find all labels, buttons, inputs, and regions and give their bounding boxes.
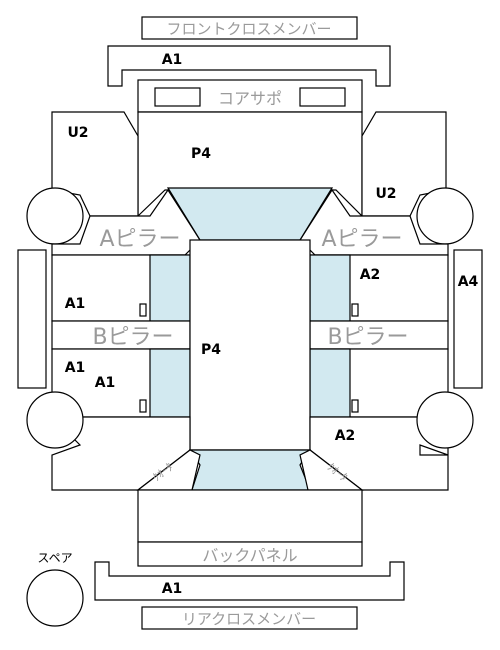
left-front-door-glass: [149, 254, 191, 322]
b-pillar-left: [51, 320, 191, 350]
rear-cross-member-code: A1: [162, 581, 183, 597]
left-front-door-code: A1: [65, 296, 86, 312]
core-support-label: コアサポ: [218, 89, 282, 108]
back-panel-part: [137, 541, 363, 567]
front-right-fender-part: [361, 111, 447, 217]
rear-cross-member-part: [94, 561, 405, 601]
front-cross-member-part: [107, 45, 391, 87]
rear-left-wheel: [26, 391, 84, 449]
hood-code: P4: [191, 146, 211, 162]
left-front-door-handle: [139, 303, 147, 317]
left-rear-door-glass: [149, 348, 191, 418]
left-rear-door-code: A1: [95, 375, 116, 391]
b-pillar-right-label: Bピラー: [327, 325, 408, 350]
spare-tire: [26, 569, 84, 627]
front-cross-member-box: フロントクロスメンバー: [141, 16, 358, 40]
front-right-apron-code: U2: [375, 186, 396, 202]
front-cross-member-label: フロントクロスメンバー: [166, 20, 331, 38]
rear-right-wheel: [416, 391, 474, 449]
rear-cross-member-label: リアクロスメンバー: [182, 610, 316, 628]
rear-cross-member-box: リアクロスメンバー: [141, 606, 358, 630]
back-panel-label: バックパネル: [202, 546, 297, 565]
spare-tire-label: スペア: [37, 551, 72, 565]
b-pillar-left-label: Bピラー: [92, 325, 173, 350]
left-rear-door-upper-code: A1: [65, 360, 86, 376]
right-rear-door-glass: [309, 348, 351, 418]
trunk-part: [137, 489, 363, 543]
core-support-part: コアサポ: [137, 79, 363, 113]
right-front-door-code: A2: [360, 267, 381, 283]
front-left-apron-code: U2: [67, 125, 88, 141]
right-rear-quarter-code: A2: [335, 428, 356, 444]
right-rear-door-handle: [351, 399, 359, 413]
right-rocker-code: A4: [458, 274, 479, 290]
front-left-wheel: [26, 187, 84, 245]
left-rear-door-handle: [139, 399, 147, 413]
a-pillar-right-label: Aピラー: [321, 227, 402, 252]
right-rocker-part: [453, 249, 483, 389]
left-rocker-part: [17, 249, 47, 389]
rear-window: [188, 449, 312, 491]
a-pillar-left-label: Aピラー: [99, 227, 180, 252]
right-front-door-glass: [309, 254, 351, 322]
front-right-wheel: [416, 187, 474, 245]
front-cross-member-code: A1: [162, 52, 183, 68]
roof-code: P4: [201, 342, 221, 358]
roof-part: [189, 239, 311, 451]
right-front-door-handle: [351, 303, 359, 317]
left-rear-quarter-part: [50, 416, 191, 491]
